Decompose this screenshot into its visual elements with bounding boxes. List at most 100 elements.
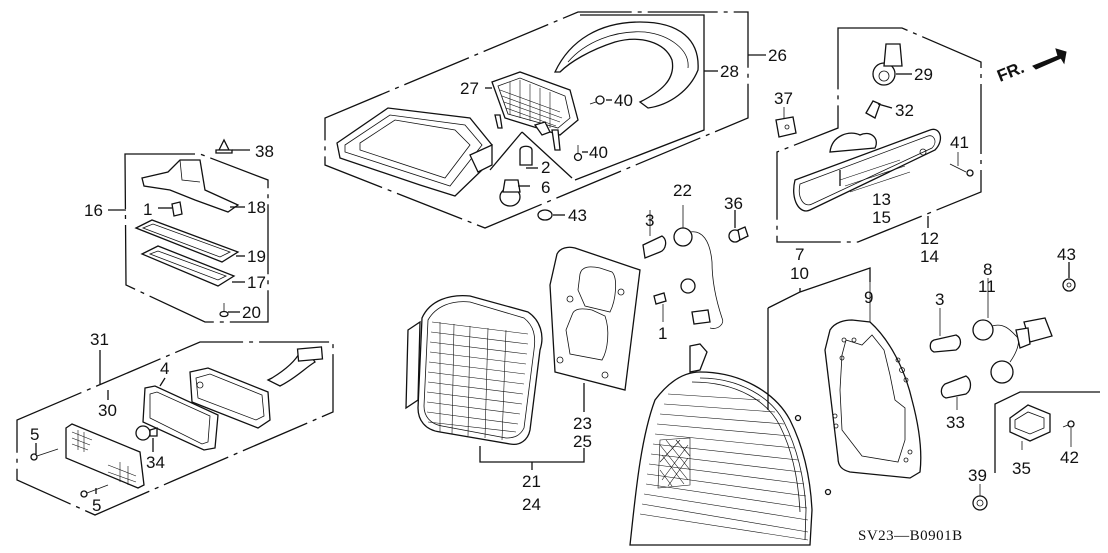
callout-17[interactable]: 17 xyxy=(247,273,266,292)
license-light-group xyxy=(108,138,269,323)
callout-30[interactable]: 30 xyxy=(98,401,117,420)
clip-37 xyxy=(775,107,797,138)
callout-34[interactable]: 34 xyxy=(146,453,165,472)
front-direction-indicator: FR. xyxy=(994,48,1067,86)
high-mount-stop-light-group xyxy=(324,11,766,229)
grommet-43b xyxy=(1062,278,1076,292)
callout-5a[interactable]: 5 xyxy=(30,425,39,444)
group-outline-28 xyxy=(574,14,705,181)
screw-42 xyxy=(1062,420,1075,447)
callout-35[interactable]: 35 xyxy=(1012,459,1031,478)
callout-15[interactable]: 15 xyxy=(872,208,891,227)
callout-21[interactable]: 21 xyxy=(522,472,541,491)
callout-4[interactable]: 4 xyxy=(160,359,169,378)
callout-43b[interactable]: 43 xyxy=(1057,245,1076,264)
callout-22[interactable]: 22 xyxy=(673,181,692,200)
outer-taillight-21 xyxy=(405,294,585,470)
socket-harness-22 xyxy=(673,205,724,329)
callout-1b[interactable]: 1 xyxy=(658,324,667,343)
callout-8[interactable]: 8 xyxy=(983,260,992,279)
callout-31[interactable]: 31 xyxy=(90,330,109,349)
callout-14[interactable]: 14 xyxy=(920,247,939,266)
side-marker-housing xyxy=(189,346,324,429)
bulb-3b xyxy=(929,308,962,353)
callout-11[interactable]: 11 xyxy=(978,277,996,296)
callout-25[interactable]: 25 xyxy=(573,432,592,451)
side-marker-lens-30 xyxy=(65,423,145,489)
license-gasket-17 xyxy=(140,245,236,287)
callout-20[interactable]: 20 xyxy=(242,303,261,322)
callout-37[interactable]: 37 xyxy=(774,89,793,108)
callout-29[interactable]: 29 xyxy=(914,65,933,84)
screw-40a xyxy=(589,95,605,105)
inner-taillight-reflector xyxy=(657,437,691,489)
side-marker-lens-13 xyxy=(793,128,942,212)
callout-3a[interactable]: 3 xyxy=(645,211,654,230)
callout-10-label[interactable]: 10 xyxy=(790,264,809,283)
callout-40b[interactable]: 40 xyxy=(589,143,608,162)
bulb-1a xyxy=(171,201,183,217)
stop-light-unit-27 xyxy=(491,71,579,151)
callout-2[interactable]: 2 xyxy=(541,158,550,177)
clip-38 xyxy=(215,138,233,154)
callout-43a[interactable]: 43 xyxy=(568,206,587,225)
screw-20 xyxy=(219,303,229,318)
inner-taillight-grid xyxy=(639,393,809,541)
callout-labels: 38 16 1 18 19 17 20 27 40 40 28 26 2 6 4… xyxy=(30,46,1079,515)
callout-6[interactable]: 6 xyxy=(541,178,550,197)
bulb-32 xyxy=(865,100,881,119)
group-outline-2-6 xyxy=(489,131,573,179)
callout-28[interactable]: 28 xyxy=(720,62,739,81)
callout-5b[interactable]: 5 xyxy=(92,496,101,515)
callout-33[interactable]: 33 xyxy=(946,413,965,432)
callout-42[interactable]: 42 xyxy=(1060,448,1079,467)
screw-40b xyxy=(573,145,583,162)
side-marker-gasket-4 xyxy=(142,385,219,451)
callout-40a[interactable]: 40 xyxy=(614,91,633,110)
callout-12[interactable]: 12 xyxy=(920,229,939,248)
callout-16[interactable]: 16 xyxy=(84,201,103,220)
taillight-gasket-9 xyxy=(824,272,922,479)
callout-19[interactable]: 19 xyxy=(247,247,266,266)
diagram-code: SV23—B0901B xyxy=(858,528,963,544)
callout-1a[interactable]: 1 xyxy=(143,200,152,219)
grommet-43a xyxy=(537,209,553,221)
callout-9[interactable]: 9 xyxy=(864,288,873,307)
front-label: FR. xyxy=(994,58,1027,86)
bulb-33 xyxy=(940,375,972,410)
bulb-3a xyxy=(642,210,667,259)
group-outline-12 xyxy=(776,27,982,243)
callout-41[interactable]: 41 xyxy=(950,133,969,152)
callout-36[interactable]: 36 xyxy=(724,194,743,213)
front-arrow-icon xyxy=(1032,48,1067,70)
callout-32[interactable]: 32 xyxy=(895,101,914,120)
callout-27[interactable]: 27 xyxy=(460,79,479,98)
callout-23[interactable]: 23 xyxy=(573,414,592,433)
screw-5b xyxy=(80,484,109,498)
screw-5a xyxy=(30,448,59,461)
callout-13[interactable]: 13 xyxy=(872,190,891,209)
group-outline-26 xyxy=(324,11,749,229)
outer-taillight-grid xyxy=(426,321,529,441)
bulb-1b xyxy=(653,292,667,322)
callout-18[interactable]: 18 xyxy=(247,198,266,217)
bulb-2 xyxy=(519,145,533,166)
callout-3b[interactable]: 3 xyxy=(935,290,944,309)
side-marker-group-31 xyxy=(16,341,334,516)
group-outline-16 xyxy=(124,153,269,323)
callout-24[interactable]: 24 xyxy=(522,495,541,514)
leader-lines xyxy=(35,73,1070,494)
taillight-gasket-23 xyxy=(549,246,641,412)
group-outline-35 xyxy=(994,391,1100,473)
clip-39 xyxy=(972,484,988,511)
bulb-34 xyxy=(135,425,158,441)
callout-26[interactable]: 26 xyxy=(768,46,787,65)
module-group-35 xyxy=(994,391,1100,473)
license-light-housing-18 xyxy=(141,159,240,213)
callout-7[interactable]: 7 xyxy=(795,245,804,264)
callout-38[interactable]: 38 xyxy=(255,142,274,161)
callout-39[interactable]: 39 xyxy=(968,466,987,485)
license-lens-19 xyxy=(134,219,240,263)
group-outline-31 xyxy=(16,341,334,516)
